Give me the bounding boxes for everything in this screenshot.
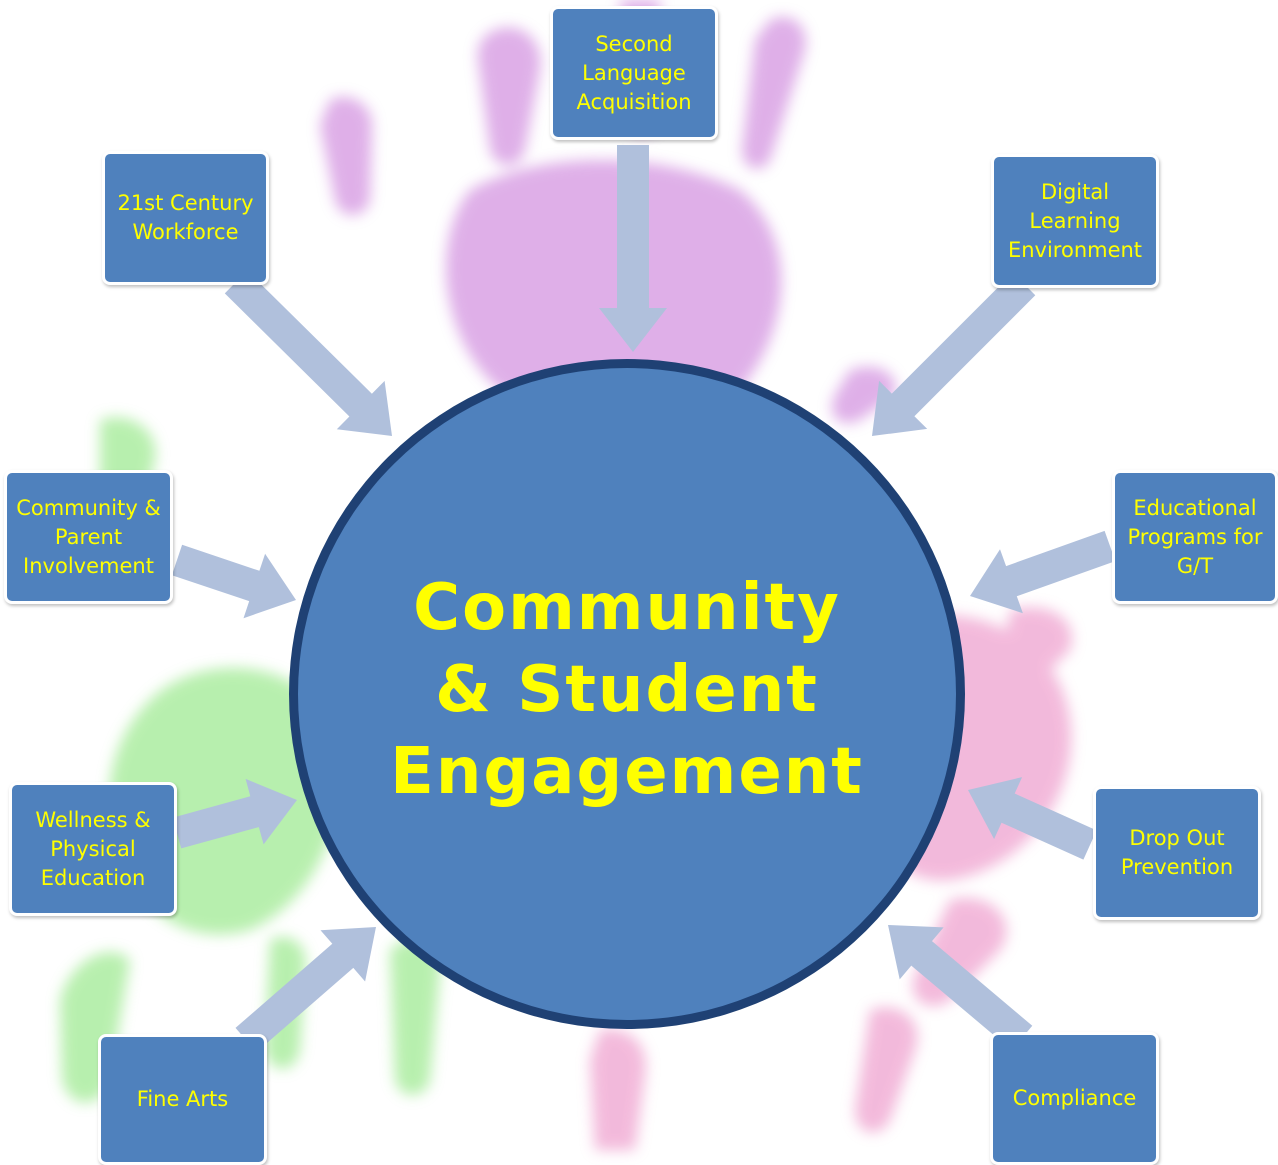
purple-handprint-finger <box>831 366 896 424</box>
green-handprint-finger <box>390 939 440 1095</box>
arrow-community-parent <box>171 544 296 619</box>
21st-century-workforce-box: 21st Century Workforce <box>102 151 269 285</box>
educational-programs-gt-box: Educational Programs for G/T <box>1112 470 1278 604</box>
arrow-drop-out <box>968 777 1097 860</box>
purple-handprint-palm <box>446 160 782 420</box>
node-label: Second Language Acquisition <box>576 31 692 114</box>
node-label: Digital Learning Environment <box>1007 179 1143 262</box>
node-label: Fine Arts <box>136 1087 229 1111</box>
arrow-digital-learning <box>872 272 1036 436</box>
community-parent-involvement-box: Community & Parent Involvement <box>4 470 173 604</box>
arrow-fine-arts <box>235 927 376 1053</box>
digital-learning-environment-box: Digital Learning Environment <box>991 154 1159 288</box>
purple-handprint-finger <box>477 27 541 165</box>
fine-arts-box: Fine Arts <box>98 1034 267 1165</box>
node-label: Community & Parent Involvement <box>16 495 161 578</box>
arrow-wellness <box>172 778 297 849</box>
node-label: Drop Out Prevention <box>1120 826 1234 879</box>
center-circle: Community & Student Engagement <box>289 359 965 1029</box>
second-language-acquisition-box: Second Language Acquisition <box>550 6 718 140</box>
pink-handprint-finger <box>1004 607 1072 684</box>
center-title: Community & Student Engagement <box>390 571 864 809</box>
drop-out-prevention-box: Drop Out Prevention <box>1093 786 1261 920</box>
pink-handprint-finger <box>855 1007 918 1133</box>
purple-handprint-finger <box>742 16 806 169</box>
arrow-second-language <box>599 145 667 352</box>
node-label: Educational Programs for G/T <box>1127 495 1263 578</box>
node-label: Compliance <box>1012 1086 1137 1110</box>
node-label: 21st Century Workforce <box>117 191 254 244</box>
arrow-compliance <box>888 925 1033 1051</box>
arrow-21st-century <box>224 270 392 436</box>
pink-handprint-finger <box>590 1029 646 1150</box>
wellness-physical-education-box: Wellness & Physical Education <box>9 782 177 916</box>
arrow-educational-gt <box>970 530 1116 614</box>
compliance-box: Compliance <box>990 1032 1159 1165</box>
node-label: Wellness & Physical Education <box>35 807 151 890</box>
purple-handprint-finger <box>320 96 373 215</box>
